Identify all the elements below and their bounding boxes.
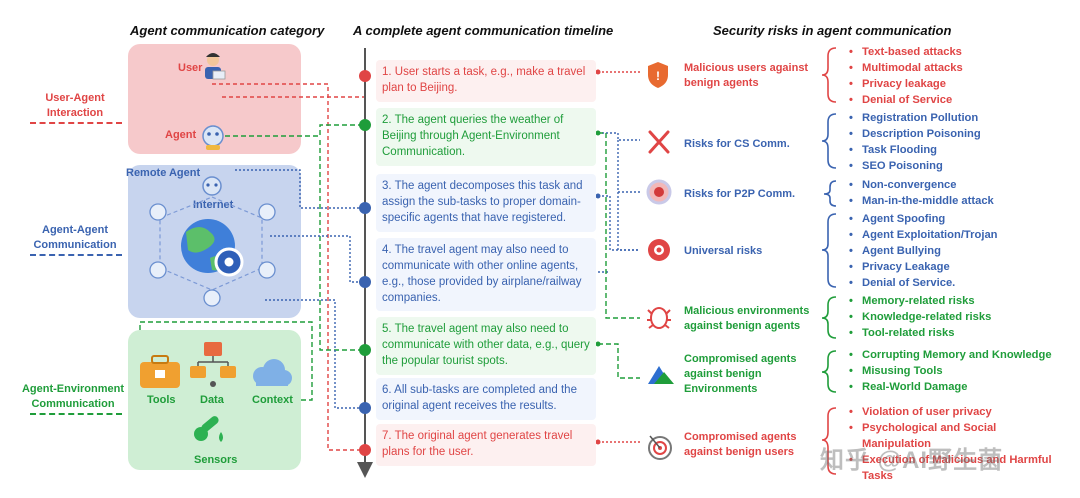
rule-agent-agent — [30, 254, 122, 256]
risk-category-compromised-agents-users: Compromised agents against benign users — [684, 431, 797, 458]
risk-item: Knowledge-related risks — [849, 310, 991, 326]
crossed-swords-icon — [648, 130, 670, 154]
timeline-step-3: 3. The agent decomposes this task and as… — [376, 174, 596, 232]
biohazard-icon — [648, 239, 670, 261]
node-data-label: Data — [200, 394, 224, 406]
risk-item: Multimodal attacks — [849, 61, 963, 77]
header-timeline: A complete agent communication timeline — [353, 23, 614, 38]
panel-agent-agent — [128, 165, 301, 318]
risk-item: Man-in-the-middle attack — [849, 194, 994, 210]
risk-category-p2p-comm: Risks for P2P Comm. — [684, 188, 796, 200]
timeline-step-6: 6. All sub-tasks are completed and the o… — [376, 378, 596, 420]
bug-icon — [647, 307, 671, 329]
risk-category-compromised-agents-env: Compromised agents against benign Enviro… — [684, 353, 797, 395]
risk-item: Description Poisoning — [849, 127, 981, 143]
timeline-step-2: 2. The agent queries the weather of Beij… — [376, 108, 596, 166]
svg-text:!: ! — [656, 69, 660, 83]
header-agent-category: Agent communication category — [130, 23, 325, 38]
risk-item: Non-convergence — [849, 178, 994, 194]
risk-item: Task Flooding — [849, 143, 981, 159]
risk-connector-lines — [595, 69, 640, 445]
risk-items-cs-comm: Registration Pollution Description Poiso… — [849, 111, 981, 175]
node-sensors-label: Sensors — [194, 454, 238, 466]
risk-item: Real-World Damage — [849, 380, 1052, 396]
node-internet-label: Internet — [193, 199, 234, 211]
node-agent-label: Agent — [165, 129, 197, 141]
timeline-step-5: 5. The travel agent may also need to com… — [376, 317, 596, 375]
timeline-step-1: 1. User starts a task, e.g., make a trav… — [376, 60, 596, 102]
dartboard-icon — [648, 435, 672, 460]
risk-item: Text-based attacks — [849, 45, 963, 61]
risk-category-malicious-users: Malicious users against benign agents — [684, 62, 809, 89]
risk-item: Memory-related risks — [849, 294, 991, 310]
risk-items-malicious-environments: Memory-related risks Knowledge-related r… — [849, 294, 991, 342]
risk-item: Violation of user privacy — [849, 405, 1067, 421]
node-user-label: User — [178, 62, 203, 74]
timeline-step-7: 7. The original agent generates travel p… — [376, 424, 596, 466]
node-remote-agent-label: Remote Agent — [126, 167, 201, 179]
shield-alert-icon: ! — [648, 62, 668, 88]
label-agent-agent-communication: Agent-Agent Communication — [33, 224, 117, 251]
risk-item: Denial of Service — [849, 93, 963, 109]
label-agent-environment-communication: Agent-Environment Communication — [21, 383, 125, 410]
risk-item: Privacy leakage — [849, 77, 963, 93]
timeline-step-4: 4. The travel agent may also need to com… — [376, 238, 596, 312]
risk-item: Denial of Service. — [849, 276, 998, 292]
risk-category-malicious-environments: Malicious environments against benign ag… — [684, 305, 810, 332]
risk-item: Agent Spoofing — [849, 212, 998, 228]
risk-items-universal: Agent Spoofing Agent Exploitation/Trojan… — [849, 212, 998, 292]
mountain-icon — [648, 366, 674, 384]
node-tools-label: Tools — [147, 394, 176, 406]
risk-items-malicious-users: Text-based attacks Multimodal attacks Pr… — [849, 45, 963, 109]
risk-braces — [821, 47, 837, 475]
risk-item: Privacy Leakage — [849, 260, 998, 276]
risk-item: Execution of Malicious and Harmful Tasks — [849, 453, 1067, 485]
risk-item: Psychological and Social Manipulation — [849, 421, 1067, 453]
risk-category-cs-comm: Risks for CS Comm. — [684, 138, 790, 150]
risk-items-compromised-agents-users: Violation of user privacy Psychological … — [849, 405, 1067, 485]
risk-category-universal: Universal risks — [684, 245, 763, 257]
node-context-label: Context — [252, 394, 293, 406]
risk-item: Tool-related risks — [849, 326, 991, 342]
risk-item: Agent Bullying — [849, 244, 998, 260]
watermark: 知乎 @AI野生菌 — [820, 447, 1004, 474]
rule-agent-environment — [30, 413, 122, 415]
risk-item: Agent Exploitation/Trojan — [849, 228, 997, 244]
risk-items-compromised-agents-env: Corrupting Memory and Knowledge Misusing… — [849, 348, 1052, 396]
risk-item: SEO Poisoning — [849, 159, 981, 175]
risk-item: Misusing Tools — [849, 364, 1052, 380]
rule-user-agent — [30, 122, 122, 124]
panel-user-agent — [128, 44, 301, 154]
risk-items-p2p-comm: Non-convergence Man-in-the-middle attack — [849, 178, 994, 210]
target-icon — [646, 179, 672, 205]
risk-item: Registration Pollution — [849, 111, 981, 127]
timeline-dots — [359, 70, 371, 456]
label-user-agent-interaction: User-Agent Interaction — [45, 92, 105, 119]
header-security-risks: Security risks in agent communication — [713, 23, 952, 38]
risk-item: Corrupting Memory and Knowledge — [849, 348, 1052, 364]
